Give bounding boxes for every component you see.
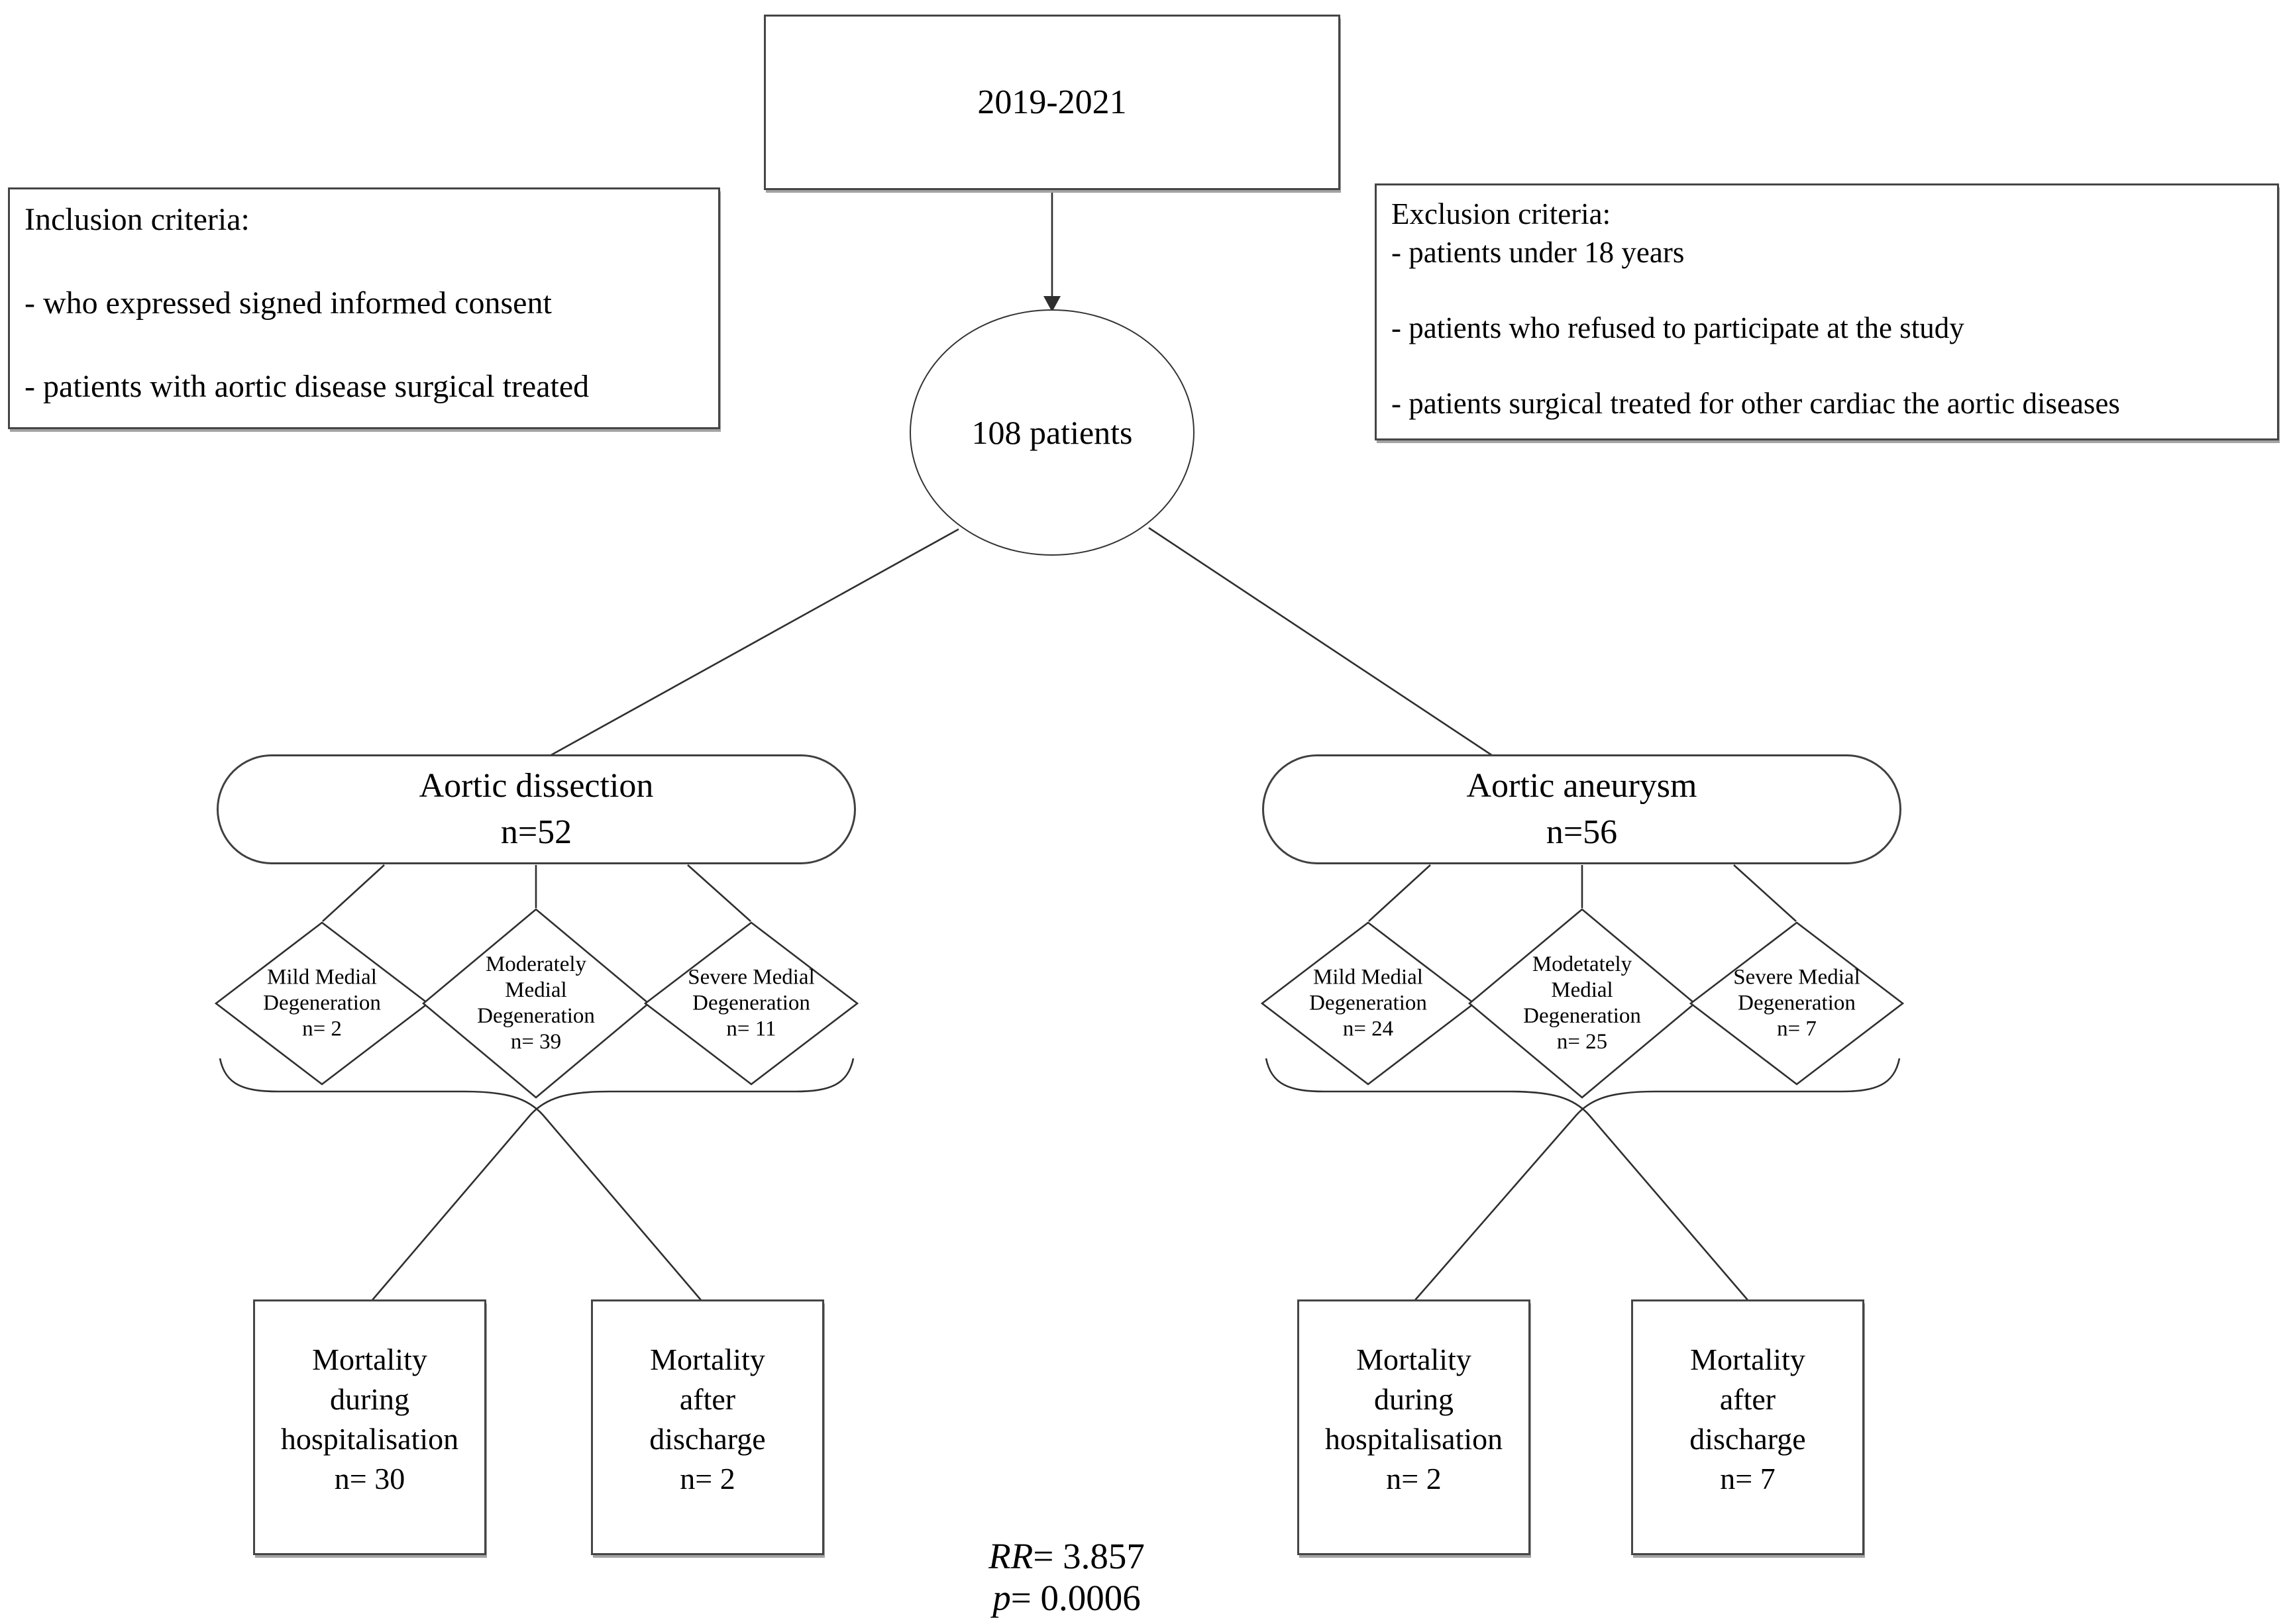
exclusion-title: Exclusion criteria: bbox=[1391, 197, 1611, 230]
branch-count: n=52 bbox=[500, 813, 572, 851]
inclusion-item: - who expressed signed informed consent bbox=[25, 285, 552, 321]
outcome-line: Mortality bbox=[650, 1343, 765, 1376]
outcome-line: n= 2 bbox=[1386, 1462, 1442, 1496]
diamond-moderate-dissection-text: Moderately Medial Degeneration n= 39 bbox=[443, 952, 629, 1055]
brace-aneurysm-left-to-discharge bbox=[1265, 1058, 1749, 1301]
diamond-line: n= 2 bbox=[302, 1017, 342, 1041]
outcome-line: n= 7 bbox=[1720, 1462, 1776, 1496]
study-period-box: 2019-2021 bbox=[764, 15, 1340, 190]
outcome-discharge-mortality-dissection: Mortality after discharge n= 2 bbox=[591, 1299, 824, 1555]
diamond-line: Degeneration bbox=[1738, 991, 1856, 1015]
line-dissection-to-severe bbox=[687, 864, 751, 922]
diamond-line: n= 39 bbox=[510, 1030, 562, 1054]
diamond-moderate-aneurysm-text: Modetately Medial Degeneration n= 25 bbox=[1489, 952, 1675, 1055]
diamond-line: Degeneration bbox=[1523, 1004, 1641, 1028]
diamond-line: Medial bbox=[505, 978, 567, 1002]
population-node: 108 patients bbox=[910, 309, 1195, 556]
exclusion-item: - patients who refused to participate at… bbox=[1391, 311, 1964, 344]
outcome-line: discharge bbox=[649, 1422, 766, 1456]
outcome-hospital-mortality-dissection: Mortality during hospitalisation n= 30 bbox=[253, 1299, 486, 1555]
diamond-severe-aneurysm-text: Severe Medial Degeneration n= 7 bbox=[1691, 965, 1903, 1042]
line-aneurysm-to-mild bbox=[1368, 864, 1431, 922]
brace-dissection-left-to-discharge bbox=[219, 1058, 702, 1301]
diamond-line: Severe Medial bbox=[688, 965, 815, 990]
rr-value: = 3.857 bbox=[1033, 1536, 1145, 1576]
rr-symbol: RR bbox=[988, 1536, 1034, 1576]
outcome-line: discharge bbox=[1689, 1422, 1806, 1456]
outcome-line: during bbox=[1373, 1382, 1454, 1416]
diamond-moderate-aneurysm bbox=[1467, 908, 1697, 1099]
outcome-line: Mortality bbox=[1690, 1343, 1805, 1376]
diamond-line: n= 11 bbox=[726, 1017, 776, 1041]
p-symbol: p bbox=[992, 1578, 1011, 1618]
diamond-line: n= 25 bbox=[1556, 1030, 1608, 1054]
diamond-mild-aneurysm-text: Mild Medial Degeneration n= 24 bbox=[1262, 965, 1474, 1042]
branch-name: Aortic aneurysm bbox=[1466, 767, 1697, 805]
exclusion-item: - patients surgical treated for other ca… bbox=[1391, 387, 2120, 420]
outcome-line: hospitalisation bbox=[280, 1422, 459, 1456]
diamond-mild-aneurysm bbox=[1260, 921, 1476, 1086]
outcome-line: Mortality bbox=[312, 1343, 427, 1376]
statistics-block: RR= 3.857 p= 0.0006 bbox=[921, 1535, 1212, 1619]
diamond-severe-aneurysm bbox=[1689, 921, 1905, 1086]
outcome-line: Mortality bbox=[1356, 1343, 1471, 1376]
diamond-line: n= 7 bbox=[1777, 1017, 1817, 1041]
line-dissection-to-mild bbox=[322, 864, 385, 922]
outcome-line: n= 30 bbox=[334, 1462, 405, 1496]
diamond-line: Mild Medial bbox=[267, 965, 377, 990]
inclusion-title: Inclusion criteria: bbox=[25, 202, 250, 237]
exclusion-criteria-box: Exclusion criteria: - patients under 18 … bbox=[1375, 183, 2279, 440]
diamond-line: Medial bbox=[1551, 978, 1613, 1002]
outcome-discharge-mortality-aneurysm: Mortality after discharge n= 7 bbox=[1631, 1299, 1864, 1555]
line-aneurysm-to-severe bbox=[1733, 864, 1797, 922]
study-period-label: 2019-2021 bbox=[977, 83, 1127, 121]
diamond-line: n= 24 bbox=[1342, 1017, 1394, 1041]
outcome-line: hospitalisation bbox=[1324, 1422, 1503, 1456]
diamond-mild-dissection-text: Mild Medial Degeneration n= 2 bbox=[216, 965, 428, 1042]
inclusion-item: - patients with aortic disease surgical … bbox=[25, 369, 590, 404]
outcome-line: after bbox=[1719, 1382, 1776, 1416]
inclusion-criteria-box: Inclusion criteria: - who expressed sign… bbox=[8, 187, 720, 429]
outcome-line: after bbox=[679, 1382, 736, 1416]
arrow-down-icon bbox=[1043, 296, 1061, 312]
diamond-line: Severe Medial bbox=[1733, 965, 1860, 990]
diamond-moderate-dissection bbox=[421, 908, 651, 1099]
diamond-line: Degeneration bbox=[263, 991, 381, 1015]
line-population-to-aneurysm bbox=[1148, 527, 1493, 757]
diamond-severe-dissection bbox=[643, 921, 859, 1086]
diamond-line: Degeneration bbox=[692, 991, 810, 1015]
outcome-hospital-mortality-aneurysm: Mortality during hospitalisation n= 2 bbox=[1297, 1299, 1530, 1555]
population-label: 108 patients bbox=[971, 414, 1133, 451]
brace-aneurysm-right-to-hospitalisation bbox=[1414, 1058, 1901, 1301]
diamond-line: Degeneration bbox=[1309, 991, 1427, 1015]
outcome-line: during bbox=[329, 1382, 410, 1416]
diamond-severe-dissection-text: Severe Medial Degeneration n= 11 bbox=[645, 965, 857, 1042]
diamond-mild-dissection bbox=[214, 921, 430, 1086]
diamond-line: Modetately bbox=[1532, 952, 1632, 976]
p-value-line: p= 0.0006 bbox=[921, 1577, 1212, 1619]
branch-node-aortic-dissection: Aortic dissection n=52 bbox=[217, 754, 856, 864]
p-value: = 0.0006 bbox=[1010, 1578, 1141, 1618]
branch-node-aortic-aneurysm: Aortic aneurysm n=56 bbox=[1262, 754, 1901, 864]
outcome-line: n= 2 bbox=[680, 1462, 735, 1496]
diamond-line: Degeneration bbox=[477, 1004, 595, 1028]
relative-risk-line: RR= 3.857 bbox=[921, 1535, 1212, 1577]
branch-name: Aortic dissection bbox=[419, 767, 654, 805]
diamond-line: Mild Medial bbox=[1313, 965, 1423, 990]
brace-dissection-right-to-hospitalisation bbox=[371, 1058, 855, 1301]
line-population-to-dissection bbox=[549, 528, 959, 757]
diamond-line: Moderately bbox=[485, 952, 587, 976]
branch-count: n=56 bbox=[1546, 813, 1618, 851]
exclusion-item: - patients under 18 years bbox=[1391, 236, 1685, 269]
